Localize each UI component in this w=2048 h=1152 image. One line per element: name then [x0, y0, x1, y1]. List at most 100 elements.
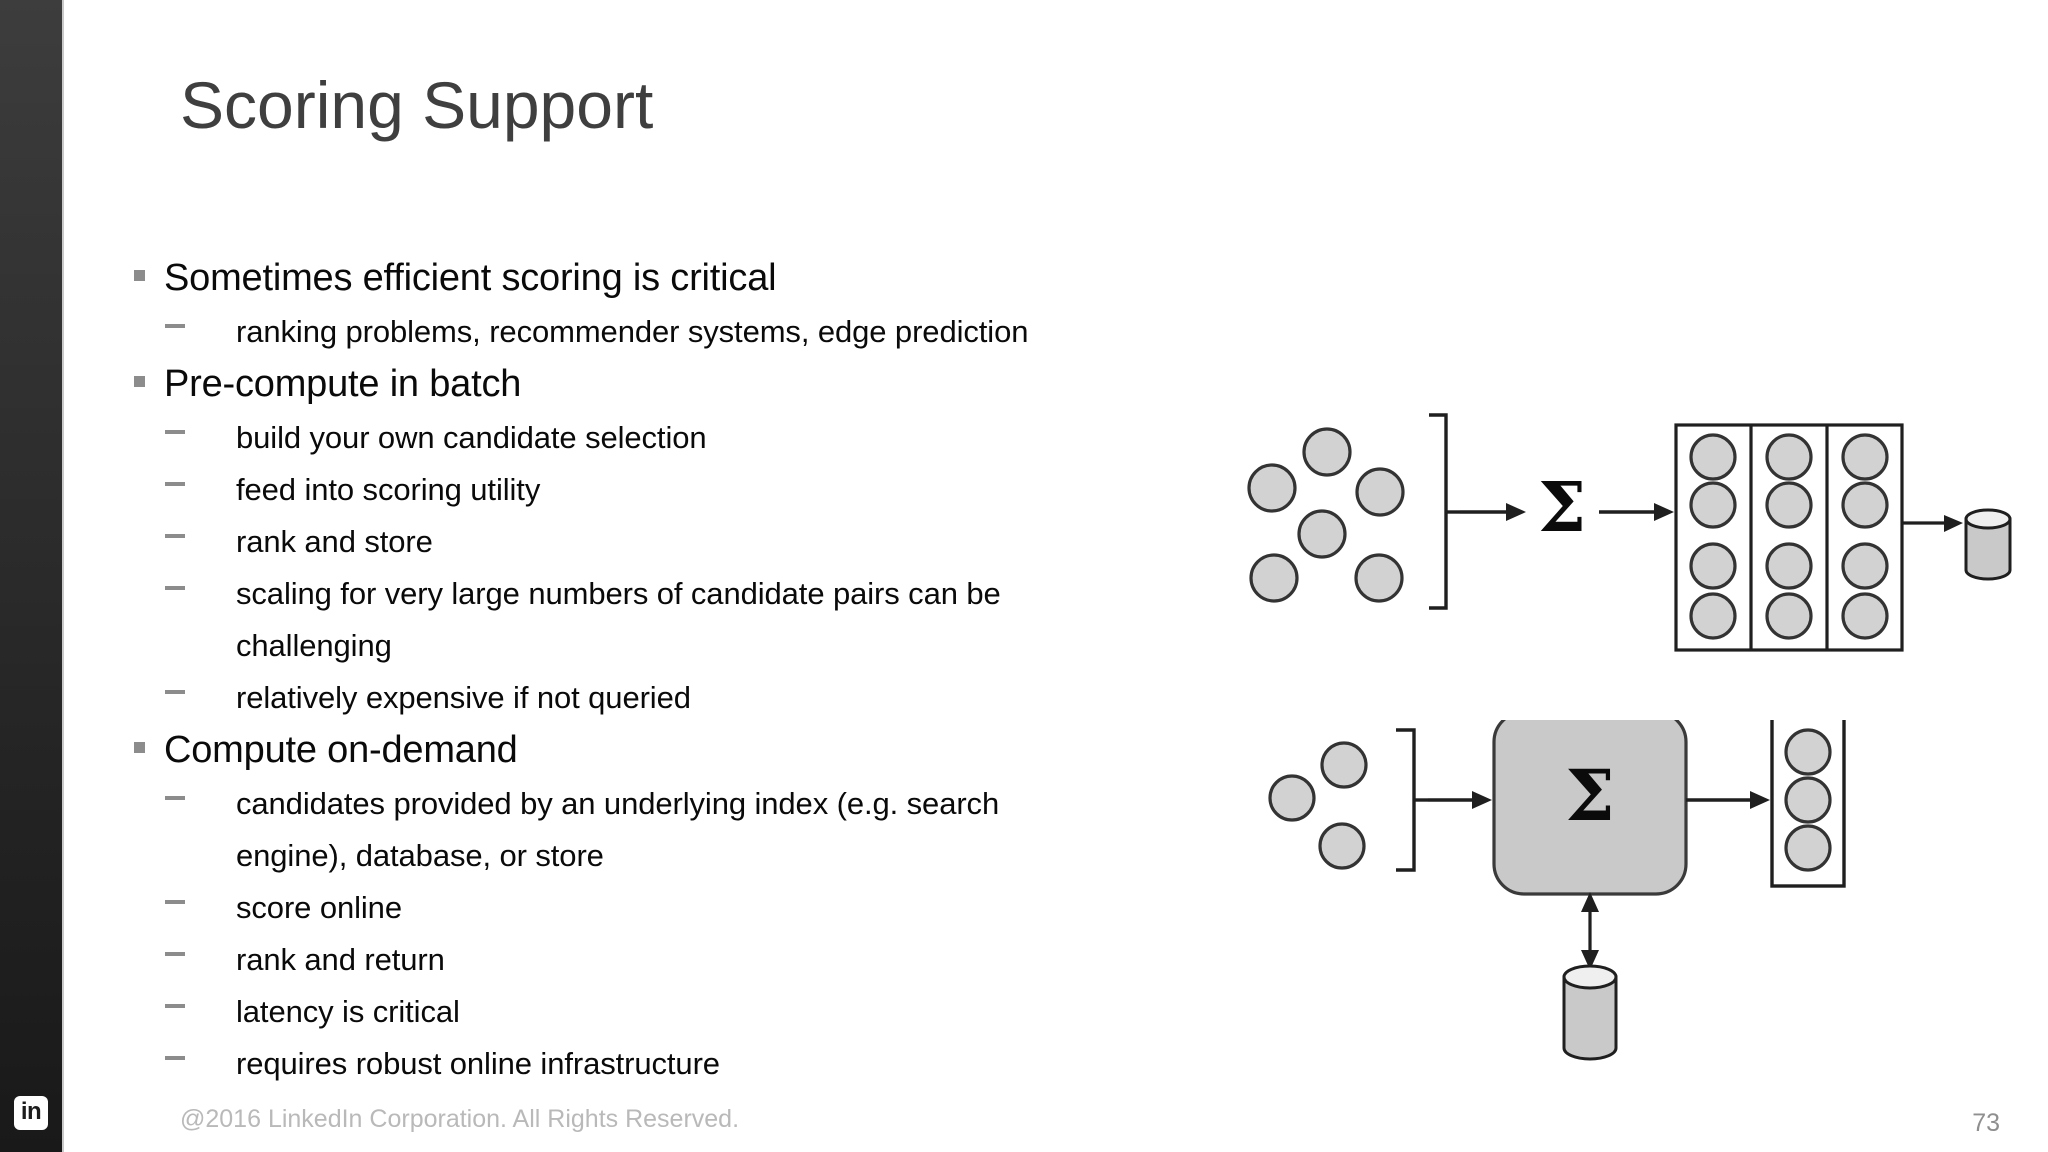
candidate-node: [1297, 509, 1347, 559]
candidate-cloud: [1247, 427, 1405, 603]
bullet-text: candidates provided by an underlying ind…: [236, 786, 1000, 873]
bullet-text: latency is critical: [236, 994, 460, 1029]
bullet-item-level-2: rank and store: [114, 516, 1194, 568]
bullet-text: build your own candidate selection: [236, 420, 707, 455]
candidate-node: [1318, 822, 1366, 870]
sigma-operator: Σ: [1538, 468, 1586, 548]
arrow-to-output-column: [1686, 791, 1770, 809]
bullet-text: Sometimes efficient scoring is critical: [164, 257, 777, 299]
store-cylinder: [1562, 964, 1618, 1061]
dash-glyph: [165, 796, 185, 800]
bullet-text: scaling for very large numbers of candid…: [236, 576, 1001, 663]
scoring-process-box: Σ: [1492, 720, 1688, 896]
dash-glyph: [165, 430, 185, 434]
square-glyph: [133, 742, 145, 753]
footer-copyright: @2016 LinkedIn Corporation. All Rights R…: [180, 1105, 740, 1133]
dash-glyph: [165, 900, 185, 904]
rail-divider: [62, 0, 64, 1152]
candidate-node: [1320, 741, 1368, 789]
bullet-text: Pre-compute in batch: [164, 363, 522, 405]
bidirectional-store-link: [1581, 892, 1599, 970]
bullet-list: Sometimes efficient scoring is critical r…: [114, 252, 1194, 1090]
result-cell: [1689, 481, 1737, 529]
dash-glyph: [165, 1056, 185, 1060]
page-number: 73: [1972, 1109, 2000, 1137]
result-cell: [1841, 592, 1889, 640]
sigma-operator: Σ: [1565, 754, 1615, 837]
bullet-dash-icon: [114, 1038, 236, 1060]
bullet-dash-icon: [114, 672, 236, 694]
bullet-item-level-2: feed into scoring utility: [114, 464, 1194, 516]
candidate-node: [1355, 467, 1405, 517]
bullet-square-icon: [114, 724, 164, 753]
dash-glyph: [165, 482, 185, 486]
bullet-dash-icon: [114, 986, 236, 1008]
arrow-to-result-table: [1599, 503, 1674, 521]
arrow-to-scoring-box: [1428, 791, 1492, 809]
linkedin-logo-text: in: [20, 1098, 42, 1125]
output-cell: [1784, 728, 1832, 776]
compute-on-demand-diagram: Σ: [1244, 720, 2034, 1100]
candidate-node: [1247, 463, 1297, 513]
bullet-square-icon: [114, 358, 164, 387]
group-bracket: [1396, 728, 1416, 872]
bullet-dash-icon: [114, 882, 236, 904]
bullet-item-level-2: requires robust online infrastructure: [114, 1038, 1194, 1090]
slide-canvas: Scoring Support Sometimes efficient scor…: [64, 0, 2048, 1152]
page-title: Scoring Support: [180, 68, 654, 142]
bullet-item-level-2: ranking problems, recommender systems, e…: [114, 306, 1194, 358]
bullet-item-level-2: rank and return: [114, 934, 1194, 986]
dash-glyph: [165, 534, 185, 538]
dash-glyph: [165, 690, 185, 694]
candidate-cloud: [1268, 741, 1368, 870]
result-cell: [1841, 481, 1889, 529]
bullet-dash-icon: [114, 306, 236, 328]
square-glyph: [133, 376, 145, 387]
bullet-item-level-2: relatively expensive if not queried: [114, 672, 1194, 724]
group-bracket: [1429, 413, 1448, 610]
bullet-text: ranking problems, recommender systems, e…: [236, 314, 1029, 349]
result-cell: [1765, 542, 1813, 590]
result-cell: [1841, 433, 1889, 481]
arrow-to-store: [1903, 515, 1963, 532]
bullet-item-level-2: latency is critical: [114, 986, 1194, 1038]
bullet-text: score online: [236, 890, 402, 925]
result-cell: [1689, 592, 1737, 640]
candidate-node: [1249, 553, 1299, 603]
bullet-text: relatively expensive if not queried: [236, 680, 691, 715]
dash-glyph: [165, 586, 185, 590]
dash-glyph: [165, 1004, 185, 1008]
result-cell: [1765, 592, 1813, 640]
pre-compute-in-batch-diagram: Σ: [1244, 390, 2034, 690]
linkedin-logo: in: [14, 1096, 48, 1130]
bullet-item-level-2: build your own candidate selection: [114, 412, 1194, 464]
result-cell: [1689, 542, 1737, 590]
bullet-text: rank and store: [236, 524, 433, 559]
dash-glyph: [165, 324, 185, 328]
bullet-item-level-1: Pre-compute in batch: [114, 358, 1194, 410]
output-cell: [1784, 776, 1832, 824]
bullet-item-level-1: Compute on-demand: [114, 724, 1194, 776]
dash-glyph: [165, 952, 185, 956]
bullet-item-level-1: Sometimes efficient scoring is critical: [114, 252, 1194, 304]
bullet-text: rank and return: [236, 942, 445, 977]
square-glyph: [133, 270, 145, 281]
result-cell: [1765, 481, 1813, 529]
result-cell: [1765, 433, 1813, 481]
store-cylinder: [1964, 508, 2012, 581]
bullet-dash-icon: [114, 934, 236, 956]
bullet-item-level-2: scaling for very large numbers of candid…: [114, 568, 1194, 672]
arrow-to-sigma: [1460, 503, 1526, 521]
bullet-text: feed into scoring utility: [236, 472, 541, 507]
result-cell: [1841, 542, 1889, 590]
bullet-dash-icon: [114, 464, 236, 486]
bullet-dash-icon: [114, 412, 236, 434]
result-table: [1674, 423, 1904, 652]
bullet-dash-icon: [114, 568, 236, 590]
left-accent-rail: [0, 0, 62, 1152]
candidate-node: [1302, 427, 1352, 477]
bullet-square-icon: [114, 252, 164, 281]
bullet-text: Compute on-demand: [164, 729, 518, 771]
bullet-dash-icon: [114, 778, 236, 800]
candidate-node: [1354, 553, 1404, 603]
